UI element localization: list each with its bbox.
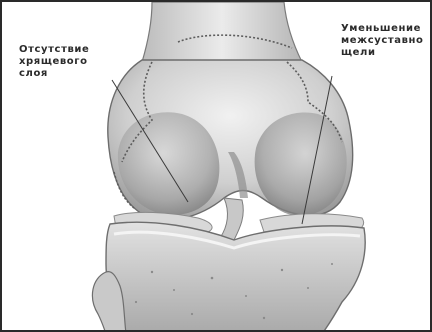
label-right-line2: межсуставно bbox=[341, 35, 424, 47]
label-left-line2: хрящевого bbox=[19, 56, 89, 68]
femur-shaft bbox=[142, 2, 302, 62]
label-left-line1: Отсутствие bbox=[19, 44, 89, 56]
tibial-plateau bbox=[106, 222, 365, 332]
label-missing-cartilage: Отсутствие хрящевого слоя bbox=[19, 44, 89, 80]
label-right-line3: щели bbox=[341, 47, 424, 59]
label-left-line3: слоя bbox=[19, 68, 89, 80]
label-narrowed-joint-space: Уменьшение межсуставно щели bbox=[341, 23, 424, 59]
cruciate-ligaments bbox=[220, 198, 243, 240]
medial-condyle bbox=[255, 112, 347, 215]
label-right-line1: Уменьшение bbox=[341, 23, 424, 35]
